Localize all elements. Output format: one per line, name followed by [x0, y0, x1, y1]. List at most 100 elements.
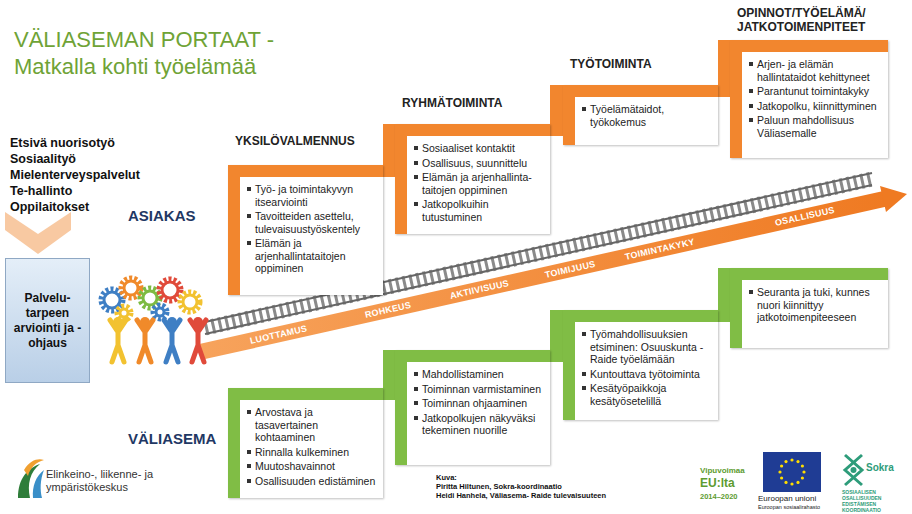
step-heading: YKSILÖVALMENNUS: [228, 134, 383, 148]
step-heading: OPINNOT/TYÖELÄMÄ/ JATKOTOIMENPITEET: [730, 6, 888, 34]
eu-star: [790, 458, 793, 461]
logo-text: Elinkeino-, liikenne- ja ympäristökeskus: [46, 468, 191, 494]
arrow-word: AKTIIVISUUS: [449, 277, 510, 302]
bullet-item: Sosiaaliset kontaktit: [413, 142, 545, 155]
bullet-item: Työelämätaidot, työkokemus: [581, 103, 713, 128]
gear: [143, 291, 157, 305]
bullet-item: Elämän ja arjenhallintataitojen oppimine…: [246, 237, 378, 275]
gear: [159, 279, 181, 301]
bullet-item: Arvostava ja tasavertainen kohtaaminen: [246, 406, 378, 444]
credit-line: Heidi Hanhela, Väliasema- Raide tulevais…: [436, 491, 606, 500]
client-step: RYHMÄTOIMINTA Sosiaaliset kontaktitOsalli…: [395, 96, 550, 234]
source-item: Etsivä nuorisotyö: [10, 135, 115, 151]
logo-text: Sokra: [866, 462, 894, 473]
bullet-item: Jatkopolkujen näkyväksi tekeminen nuoril…: [413, 412, 545, 437]
client-step: OPINNOT/TYÖELÄMÄ/ JATKOTOIMENPITEET Arjen…: [730, 6, 888, 158]
station-step: Seuranta ja tuki, kunnes nuori kiinnitty…: [730, 268, 888, 348]
station-step: Työmahdollisuuksien etsiminen: Osuuskunt…: [563, 310, 718, 420]
row-label: ASIAKAS: [128, 207, 196, 224]
gear: [124, 281, 138, 295]
person-body: [137, 320, 153, 362]
bullet-item: Arjen- ja elämän hallintataidot kehittyn…: [748, 58, 883, 83]
ely-logo: [18, 459, 44, 498]
sokra-logo: [845, 455, 862, 485]
bullet-item: Paluun mahdollisuus Väliasemalle: [748, 114, 883, 139]
eu-star: [801, 464, 804, 467]
step-frame: MahdollistaminenToiminnan varmistaminenT…: [395, 350, 550, 465]
eu-star: [784, 481, 787, 484]
source-item: Te-hallinto: [10, 183, 72, 199]
bullet-item: Muutoshavainnot: [246, 460, 378, 473]
source-item: Sosiaalityö: [10, 151, 76, 167]
station-step: Arvostava ja tasavertainen kohtaaminenRi…: [228, 388, 383, 498]
bullet-item: Kesätyöpaikkoja kesätyösetelillä: [581, 382, 713, 407]
gear: [180, 292, 200, 312]
person-body: [164, 320, 180, 362]
diagram-title: VÄLIASEMAN PORTAAT -Matkalla kohti työel…: [14, 26, 334, 80]
logo-text: Euroopan unioni: [758, 494, 816, 503]
step-frame: Seuranta ja tuki, kunnes nuori kiinnitty…: [730, 268, 888, 348]
logo-text: SOSIAALISEN OSALLISUUDEN EDISTÄMISEN KOO…: [842, 489, 908, 513]
bullet-item: Kuntouttava työtoiminta: [581, 368, 713, 381]
gears-and-people: [101, 278, 206, 362]
station-step: MahdollistaminenToiminnan varmistaminenT…: [395, 350, 550, 465]
arrow-word: TOIMINTAKYKY: [624, 236, 696, 263]
credit-line: Kuva:: [436, 473, 457, 482]
step-frame: Työmahdollisuuksien etsiminen: Osuuskunt…: [563, 310, 718, 420]
step-frame: Työelämätaidot, työkokemus: [563, 85, 718, 145]
eu-star: [796, 460, 799, 463]
credit-line: Piritta Hiltunen, Sokra-koordinaatio: [436, 482, 562, 491]
bullet-item: Osallisuuden edistäminen: [246, 475, 378, 488]
bullet-item: Toiminnan varmistaminen: [413, 383, 545, 396]
bullet-item: Seuranta ja tuki, kunnes nuori kiinnitty…: [748, 286, 883, 324]
gear: [121, 278, 141, 298]
bullet-item: Tavoitteiden asettelu, tulevaisuustyöske…: [246, 210, 378, 235]
bullet-item: Rinnalla kulkeminen: [246, 446, 378, 459]
person-body: [190, 320, 206, 362]
eu-star: [790, 482, 793, 485]
eu-star: [778, 470, 781, 473]
client-step: TYÖTOIMINTA Työelämätaidot, työkokemus: [563, 57, 718, 145]
gear: [153, 305, 167, 319]
gear: [120, 309, 128, 317]
step-frame: Työ- ja toimintakyvyn itsearviointiTavoi…: [228, 165, 383, 295]
eu-star: [780, 464, 783, 467]
bullet-item: Työmahdollisuuksien etsiminen: Osuuskunt…: [581, 328, 713, 366]
gear: [104, 292, 120, 308]
logo-text: Euroopan sosiaalirahasto: [758, 504, 820, 512]
eu-flag: [763, 452, 821, 492]
arrow-word: OSALLISUUS: [774, 204, 836, 229]
step-frame: Arjen- ja elämän hallintataidot kehittyn…: [730, 40, 888, 158]
step-heading: RYHMÄTOIMINTA: [395, 96, 550, 110]
eu-star: [801, 476, 804, 479]
step-heading: TYÖTOIMINTA: [563, 57, 718, 71]
bullet-item: Elämän ja arjenhallinta-taitojen oppimin…: [413, 171, 545, 196]
bullet-item: Parantunut toimintakyky: [748, 85, 883, 98]
down-chevron: [5, 212, 71, 254]
bullet-item: Mahdollistaminen: [413, 368, 545, 381]
step-frame: Sosiaaliset kontaktitOsallisuus, suunnit…: [395, 124, 550, 234]
eu-star: [784, 460, 787, 463]
logo-text: 2014–2020: [700, 492, 738, 502]
box-text: Palvelu-tarpeen arviointi ja -ohjaus: [10, 291, 85, 351]
logo-text: EU:lta: [700, 476, 735, 490]
arrow-word: LUOTTAMUS: [249, 322, 309, 346]
source-item: Mielenterveyspalvelut: [10, 167, 140, 183]
bullet-item: Toiminnan ohjaaminen: [413, 397, 545, 410]
gear: [162, 282, 178, 298]
eu-star: [796, 481, 799, 484]
gear: [156, 308, 164, 316]
gear: [183, 295, 197, 309]
bullet-item: Jatkopolku, kiinnittyminen: [748, 100, 883, 113]
eu-star: [802, 470, 805, 473]
bullet-item: Työ- ja toimintakyvyn itsearviointi: [246, 183, 378, 208]
source-item: Oppilaitokset: [10, 199, 89, 215]
bullet-item: Jatkopolkuihin tutustuminen: [413, 198, 545, 223]
eu-star: [780, 476, 783, 479]
client-step: YKSILÖVALMENNUS Työ- ja toimintakyvyn its…: [228, 134, 383, 295]
logo-text: Vipuvoimaa: [700, 466, 745, 476]
row-label: VÄLIASEMA: [128, 430, 216, 447]
gear: [140, 288, 160, 308]
service-box: Palvelu-tarpeen arviointi ja -ohjaus: [5, 258, 90, 383]
step-frame: Arvostava ja tasavertainen kohtaaminenRi…: [228, 388, 383, 498]
